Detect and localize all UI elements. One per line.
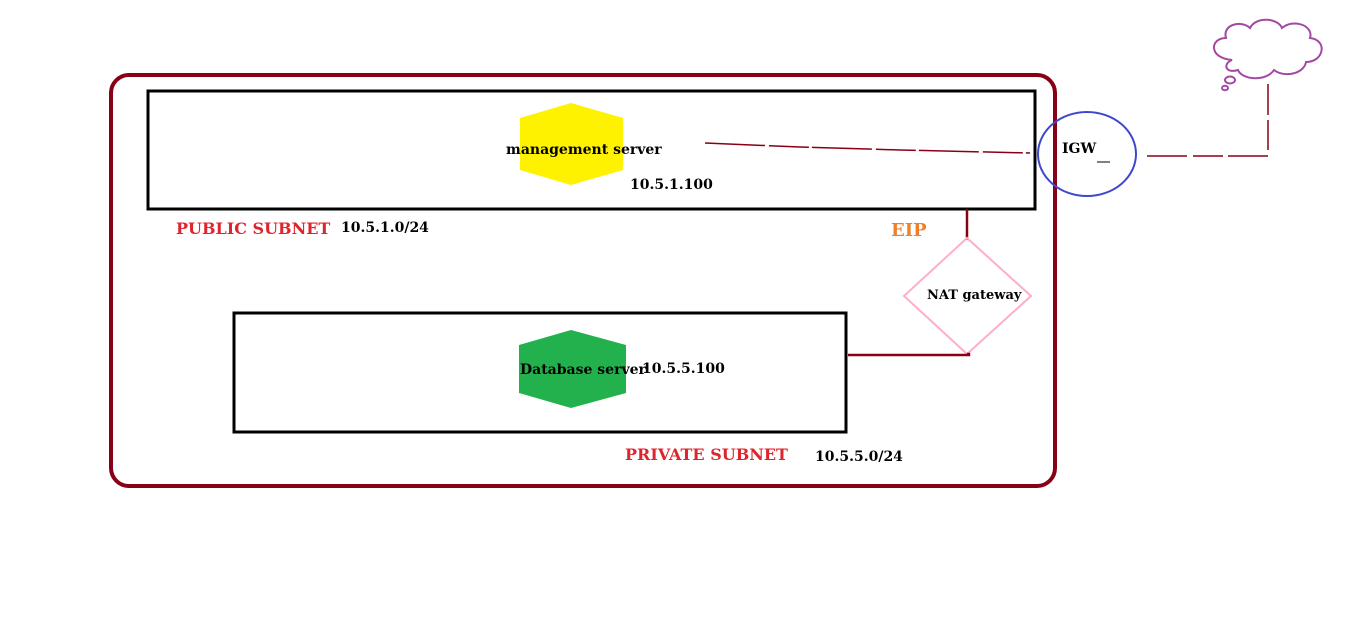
nat-gateway-label: NAT gateway [927,288,1022,303]
igw-cloud-connector [1147,84,1269,157]
database-server-ip: 10.5.5.100 [642,361,725,377]
private-subnet-label: PRIVATE SUBNET [625,445,788,464]
management-server-ip: 10.5.1.100 [630,177,713,193]
eip-label: EIP [891,220,927,241]
vpc-boundary [109,73,1057,488]
internet-cloud-icon [1213,18,1323,92]
igw-circle [1037,111,1137,197]
public-subnet-label: PUBLIC SUBNET [176,219,331,238]
database-server-hexagon [519,330,626,408]
nat-private-connector [848,352,971,357]
private-subnet-box [232,311,848,434]
management-server-hexagon [520,103,623,185]
igw-label: IGW [1062,141,1097,157]
private-subnet-cidr: 10.5.5.0/24 [815,449,903,465]
management-igw-connector [704,142,1031,154]
management-server-label: management server [506,142,662,158]
database-server-label: Database server [520,362,646,378]
public-subnet-cidr: 10.5.1.0/24 [341,220,429,236]
public-subnet-box [146,89,1037,211]
